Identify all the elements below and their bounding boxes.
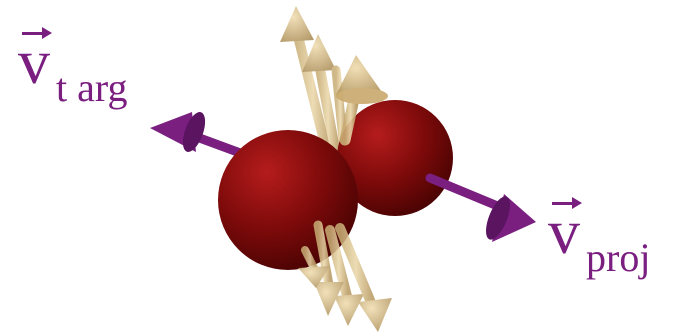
spin-arrow-upper <box>336 55 388 146</box>
projectile-velocity-arrow <box>425 173 536 242</box>
projectile-subscript: proj <box>586 235 651 280</box>
nucleus-back <box>337 100 453 216</box>
vector-symbol: v <box>548 196 582 267</box>
target-subscript: t arg <box>56 65 128 110</box>
vector-symbol: v <box>18 26 52 97</box>
spin-arrows-lower <box>298 220 392 332</box>
